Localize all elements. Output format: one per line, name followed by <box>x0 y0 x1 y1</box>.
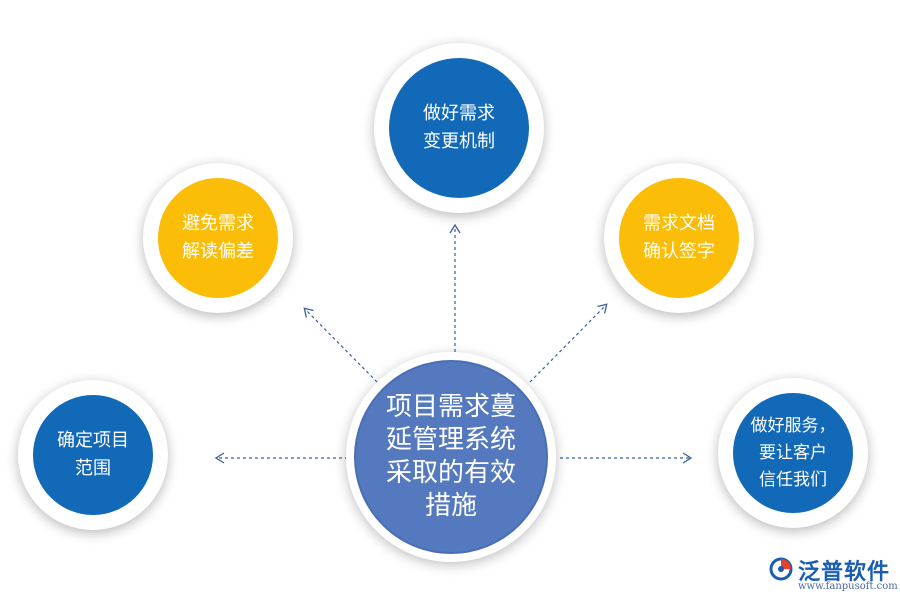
brand-url: www.fanpusoft.com <box>798 581 898 592</box>
node-left-fill: 避免需求 解读偏差 <box>158 178 278 298</box>
node-right-line-2: 确认签字 <box>643 241 715 262</box>
arrow-to-left <box>303 307 378 383</box>
node-right-fill: 需求文档 确认签字 <box>619 178 739 298</box>
center-node-fill: 项目需求蔓 延管理系统 采取的有效 措施 <box>354 360 548 554</box>
node-far-right-line-3: 信任我们 <box>759 469 827 490</box>
node-top-line-1: 做好需求 <box>423 103 495 124</box>
brand-title: 泛普软件 <box>798 560 891 585</box>
node-far-left-fill: 确定项目 范围 <box>33 395 153 515</box>
node-far-right-fill: 做好服务， 要让客户 信任我们 <box>733 393 853 513</box>
node-far-right: 做好服务， 要让客户 信任我们 <box>718 378 868 528</box>
node-right-line-1: 需求文档 <box>643 213 715 234</box>
node-left-line-1: 避免需求 <box>182 213 254 234</box>
node-left: 避免需求 解读偏差 <box>143 163 293 313</box>
node-far-right-line-1: 做好服务， <box>750 415 836 436</box>
node-top-fill: 做好需求 变更机制 <box>389 58 529 198</box>
center-line-2: 延管理系统 <box>385 425 516 455</box>
brand-mark-icon <box>769 557 793 581</box>
node-far-left-line-1: 确定项目 <box>57 430 129 451</box>
node-top: 做好需求 变更机制 <box>374 43 544 213</box>
center-line-1: 项目需求蔓 <box>385 392 516 422</box>
node-far-right-line-2: 要让客户 <box>759 442 827 463</box>
center-line-4: 措施 <box>424 491 477 521</box>
node-far-left-line-2: 范围 <box>75 458 111 479</box>
brand-logo: 泛普软件 www.fanpusoft.com <box>768 552 898 594</box>
node-far-left: 确定项目 范围 <box>18 380 168 530</box>
node-right: 需求文档 确认签字 <box>604 163 754 313</box>
node-top-line-2: 变更机制 <box>423 131 495 152</box>
arrow-to-right <box>529 303 608 383</box>
node-left-line-2: 解读偏差 <box>182 241 254 262</box>
center-node: 项目需求蔓 延管理系统 采取的有效 措施 <box>346 352 556 562</box>
center-line-3: 采取的有效 <box>385 458 516 488</box>
